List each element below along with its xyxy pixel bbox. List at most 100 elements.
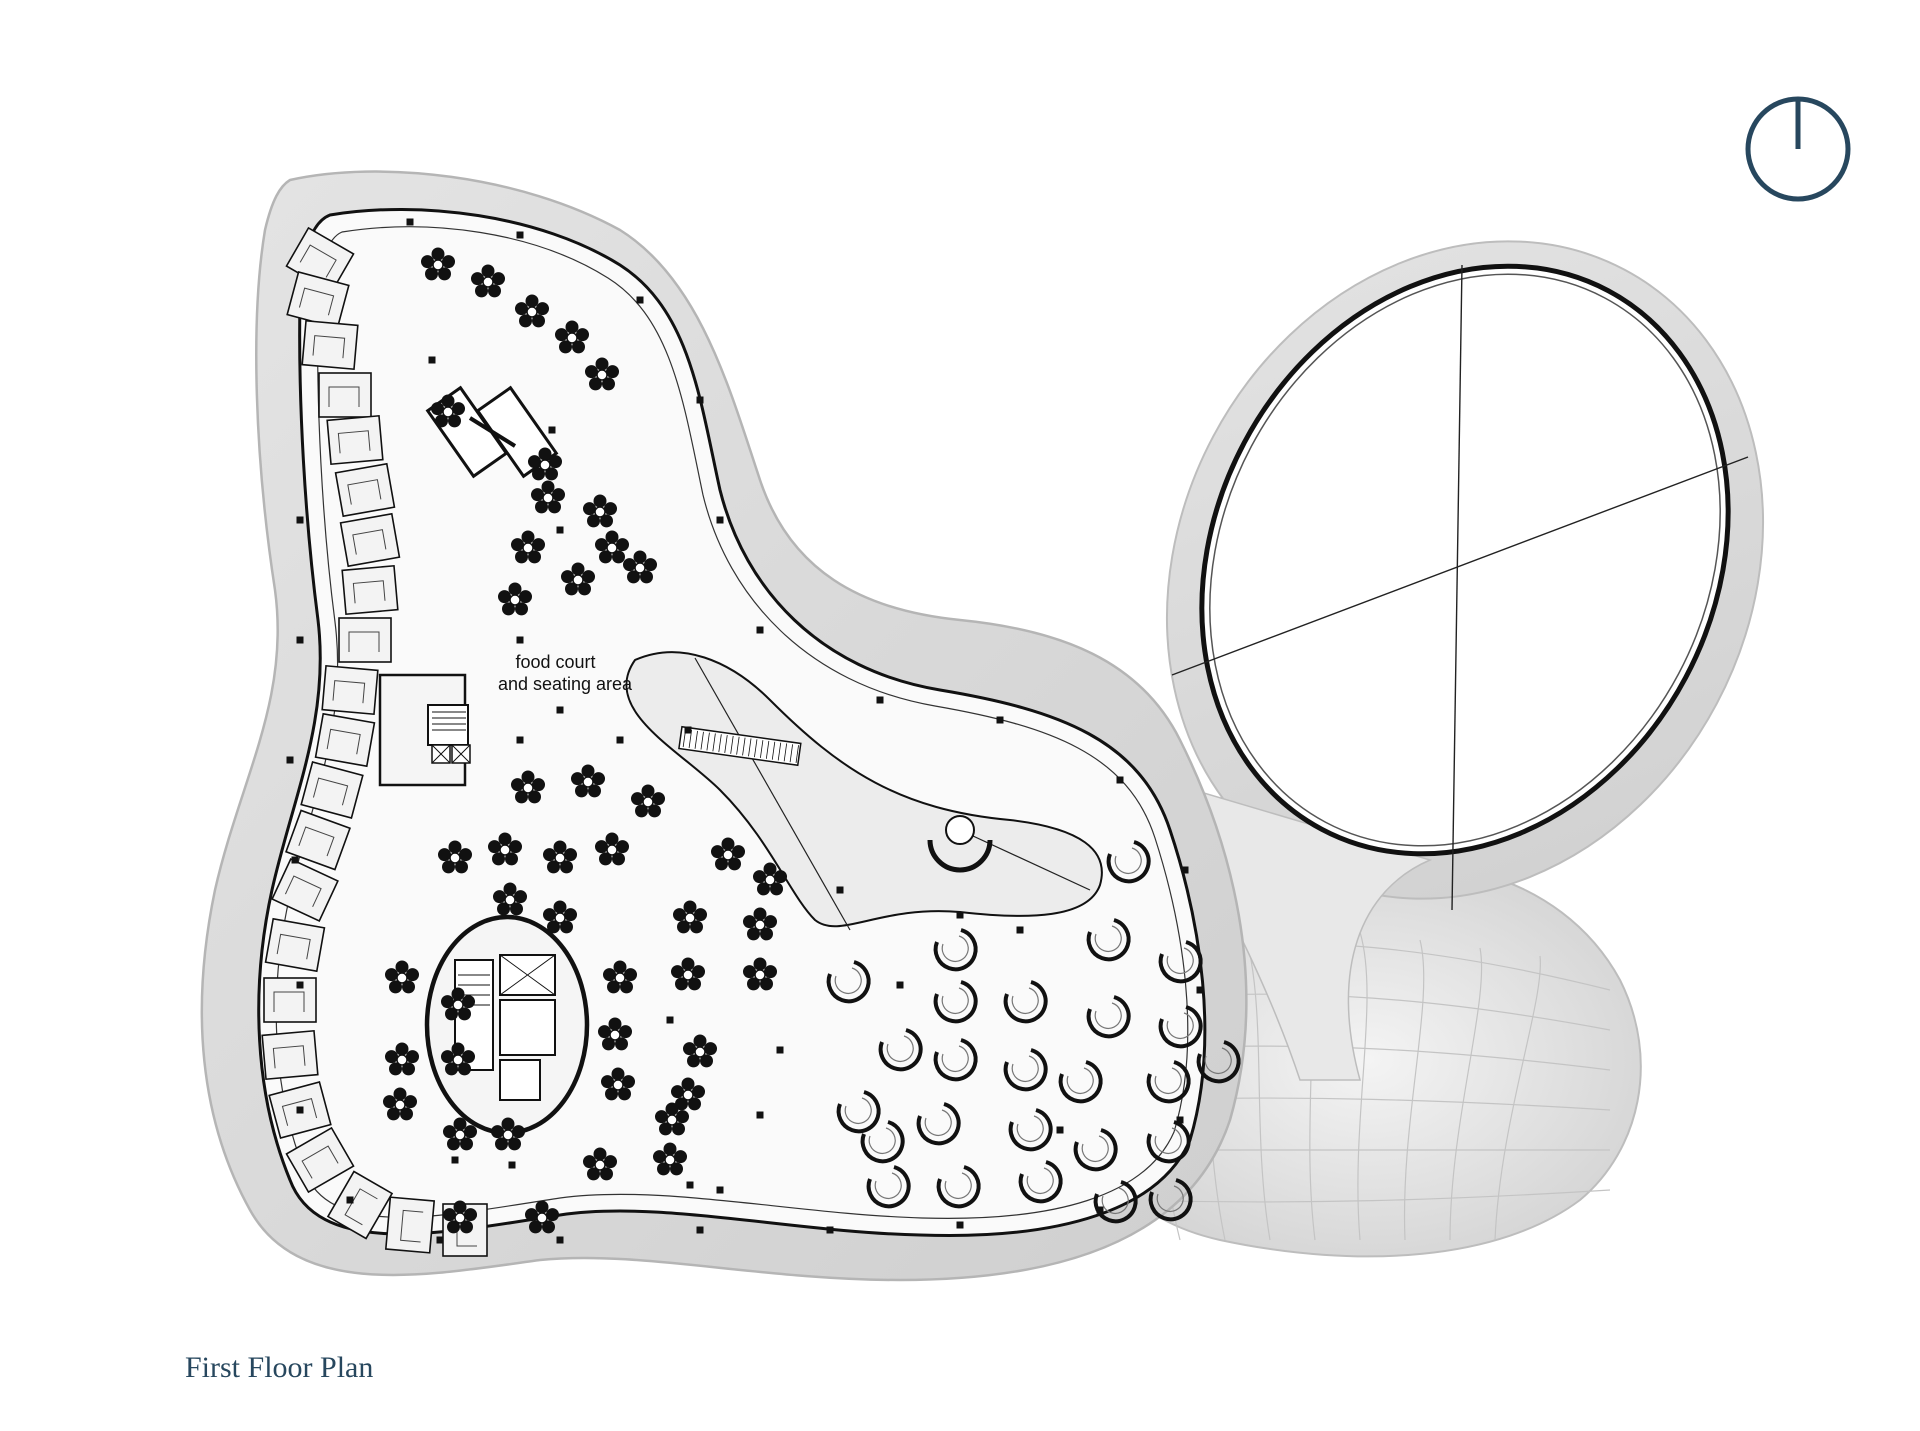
column xyxy=(516,736,524,744)
column xyxy=(508,1161,516,1169)
column xyxy=(996,716,1004,724)
perimeter-room xyxy=(261,1029,319,1081)
column xyxy=(1016,926,1024,934)
dining-table xyxy=(561,562,595,596)
booth-seat xyxy=(1073,1128,1118,1172)
dining-table xyxy=(571,764,605,798)
booth-seat xyxy=(1058,1060,1103,1104)
booth-seat xyxy=(866,1165,911,1209)
dining-table xyxy=(421,247,455,281)
perimeter-room xyxy=(264,917,326,973)
dining-table xyxy=(543,840,577,874)
column xyxy=(516,636,524,644)
dining-table xyxy=(511,770,545,804)
dining-table xyxy=(585,357,619,391)
column xyxy=(291,856,299,864)
perimeter-room xyxy=(321,664,379,716)
dining-table xyxy=(671,957,705,991)
perimeter-room xyxy=(271,858,339,922)
north-arrow-icon xyxy=(1745,96,1851,202)
perimeter-room xyxy=(339,512,401,568)
booth-seat xyxy=(878,1028,923,1072)
column xyxy=(696,1226,704,1234)
dining-table xyxy=(491,1117,525,1151)
perimeter-room xyxy=(314,712,376,768)
booth-seat xyxy=(1196,1040,1241,1084)
column xyxy=(286,756,294,764)
column xyxy=(548,426,556,434)
dining-table xyxy=(598,1017,632,1051)
column xyxy=(556,706,564,714)
circular-atrium xyxy=(1158,240,1764,1081)
column xyxy=(556,1236,564,1244)
perimeter-rooms xyxy=(261,226,488,1257)
column xyxy=(776,1046,784,1054)
column xyxy=(406,218,414,226)
dining-table xyxy=(443,1117,477,1151)
dining-table xyxy=(431,394,465,428)
column xyxy=(636,296,644,304)
column xyxy=(876,696,884,704)
booth-seat xyxy=(1148,1178,1193,1222)
column xyxy=(616,736,624,744)
column xyxy=(296,636,304,644)
dining-table xyxy=(631,784,665,818)
dining-table xyxy=(383,1087,417,1121)
dining-table xyxy=(525,1200,559,1234)
dining-table xyxy=(471,264,505,298)
perimeter-room xyxy=(326,414,384,466)
column xyxy=(696,396,704,404)
dining-table xyxy=(595,530,629,564)
column xyxy=(826,1226,834,1234)
booth-seat xyxy=(933,1038,978,1082)
central-void xyxy=(625,651,1103,931)
perimeter-room xyxy=(285,1126,355,1194)
booth-seat xyxy=(936,1165,981,1209)
dining-table xyxy=(603,960,637,994)
perimeter-room xyxy=(334,462,396,518)
column xyxy=(1196,986,1204,994)
booth-seat xyxy=(1086,918,1131,962)
dining-table xyxy=(655,1102,689,1136)
dining-table xyxy=(673,900,707,934)
dining-table xyxy=(498,582,532,616)
column xyxy=(666,1016,674,1024)
dining-table xyxy=(493,882,527,916)
column xyxy=(1056,1126,1064,1134)
column xyxy=(756,1111,764,1119)
booth-seat xyxy=(933,928,978,972)
perimeter-room xyxy=(326,1170,394,1240)
booth-seat xyxy=(826,960,871,1004)
dining-table xyxy=(753,862,787,896)
booth-seat xyxy=(1158,1005,1203,1049)
column xyxy=(1096,1206,1104,1214)
booth-seat xyxy=(933,980,978,1024)
column xyxy=(686,1181,694,1189)
booth-seat xyxy=(1146,1120,1191,1164)
column xyxy=(716,516,724,524)
column xyxy=(1176,1116,1184,1124)
dining-table xyxy=(385,1042,419,1076)
perimeter-room xyxy=(263,977,317,1023)
dining-table xyxy=(555,320,589,354)
perimeter-room xyxy=(318,372,372,418)
column xyxy=(516,231,524,239)
dining-table xyxy=(443,1200,477,1234)
dining-table xyxy=(711,837,745,871)
column xyxy=(956,911,964,919)
booth-seat xyxy=(1158,940,1203,984)
column xyxy=(296,516,304,524)
dining-table xyxy=(531,480,565,514)
column xyxy=(1116,776,1124,784)
booth-seat xyxy=(1106,840,1151,884)
booth-seat xyxy=(916,1102,961,1146)
column xyxy=(296,1106,304,1114)
column xyxy=(716,1186,724,1194)
dining-table xyxy=(583,494,617,528)
perimeter-room xyxy=(338,617,392,663)
dining-table xyxy=(583,1147,617,1181)
column xyxy=(1181,866,1189,874)
structural-columns xyxy=(286,218,1204,1244)
dining-table xyxy=(623,550,657,584)
